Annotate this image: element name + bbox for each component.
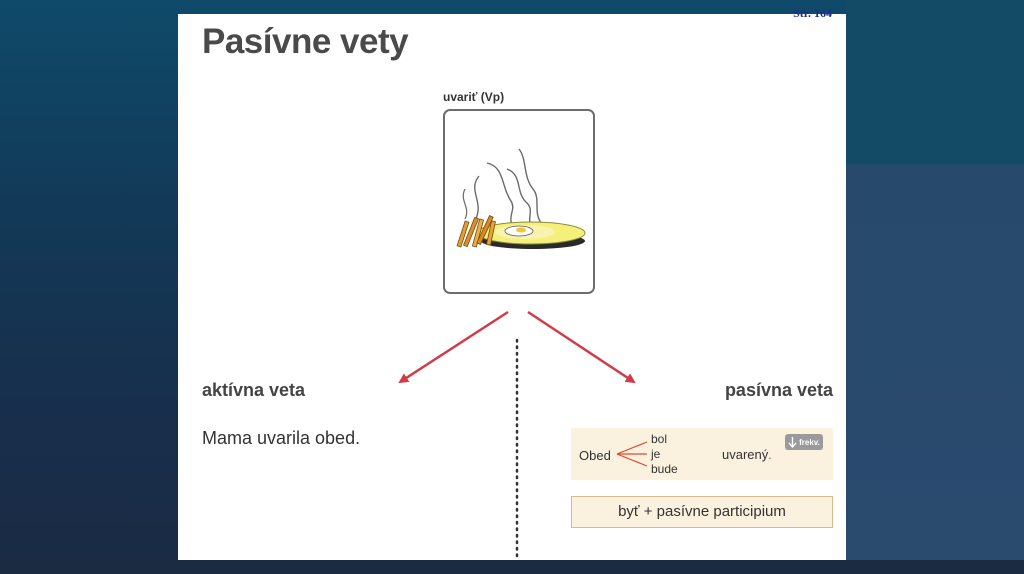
frequency-badge: frekv. (785, 434, 823, 450)
passive-subject: Obed (579, 448, 611, 463)
passive-rule-box: byť + pasívne participium (571, 496, 833, 528)
down-arrow-icon (788, 436, 797, 448)
heading-passive-voice: pasívna veta (725, 380, 833, 401)
arrow-to-passive (528, 312, 634, 382)
aux-form-present: je (651, 447, 678, 462)
background-panel-top (846, 0, 1024, 164)
slide-page: Str. 164 Pasívne vety uvariť (Vp) (178, 14, 846, 560)
passive-conjugation-box: Obed bol je bude uvarený. frekv. (571, 428, 833, 480)
active-sentence: Mama uvarila obed. (202, 428, 360, 449)
passive-participle: uvarený. (722, 447, 772, 462)
auxiliary-forms: bol je bude (651, 432, 678, 477)
participle-period: . (768, 447, 772, 462)
frequency-label: frekv. (799, 438, 820, 447)
participle-word: uvarený (722, 447, 768, 462)
branch-lines (615, 438, 655, 470)
arrow-to-active (400, 312, 508, 382)
aux-form-future: bude (651, 462, 678, 477)
heading-active-voice: aktívna veta (202, 380, 305, 401)
background-bottom-strip (0, 560, 1024, 574)
aux-form-past: bol (651, 432, 678, 447)
